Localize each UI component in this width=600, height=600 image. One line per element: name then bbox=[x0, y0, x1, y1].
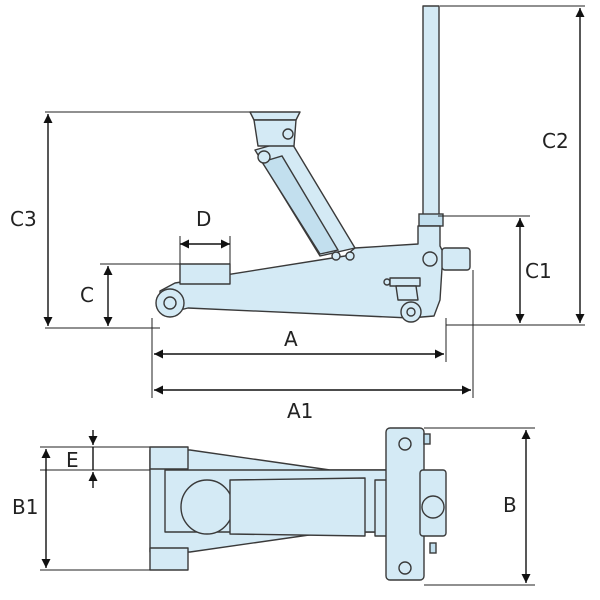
handle bbox=[422, 5, 440, 219]
label-C3: C3 bbox=[10, 207, 37, 231]
extension-lines bbox=[40, 5, 585, 586]
label-C2: C2 bbox=[542, 129, 569, 153]
top-rear-caster-lower bbox=[398, 561, 412, 575]
arm-pivot-bottom bbox=[331, 251, 341, 261]
lift-arm-inner bbox=[260, 155, 340, 255]
label-D: D bbox=[196, 207, 211, 231]
front-pad bbox=[179, 263, 231, 285]
top-view bbox=[149, 427, 447, 581]
label-A1: A1 bbox=[287, 399, 313, 423]
top-front-wheel-lower bbox=[149, 547, 189, 571]
caster-mount bbox=[389, 277, 421, 287]
top-rear-crossbar bbox=[385, 427, 425, 581]
top-pump-head bbox=[421, 495, 445, 519]
rear-caster-hub bbox=[406, 307, 416, 317]
label-E: E bbox=[66, 448, 79, 472]
label-B1: B1 bbox=[12, 495, 38, 519]
label-C1: C1 bbox=[525, 259, 552, 283]
top-lift-arm bbox=[229, 477, 366, 537]
side-view bbox=[155, 5, 471, 323]
saddle-bolt bbox=[282, 128, 294, 140]
pump-cap bbox=[441, 247, 471, 271]
label-C: C bbox=[80, 283, 94, 307]
top-saddle bbox=[180, 479, 234, 535]
top-bolt-1 bbox=[423, 433, 431, 445]
top-bolt-2 bbox=[429, 542, 437, 554]
saddle-top bbox=[249, 111, 301, 121]
chassis-bolt bbox=[383, 278, 391, 286]
top-rear-caster-upper bbox=[398, 437, 412, 451]
arm-pivot-top bbox=[257, 150, 271, 164]
front-wheel-hub bbox=[163, 296, 177, 310]
dimension-lines bbox=[41, 8, 585, 583]
top-front-wheel-upper bbox=[149, 446, 189, 470]
pump-bolt bbox=[422, 251, 438, 267]
pivot-bolt bbox=[345, 251, 355, 261]
saddle-body bbox=[253, 119, 297, 147]
label-B: B bbox=[503, 493, 517, 517]
label-A: A bbox=[284, 327, 298, 351]
dimension-labels: C2 C1 C3 C D A A1 B1 E B bbox=[10, 129, 569, 519]
caster-fork bbox=[395, 285, 419, 301]
